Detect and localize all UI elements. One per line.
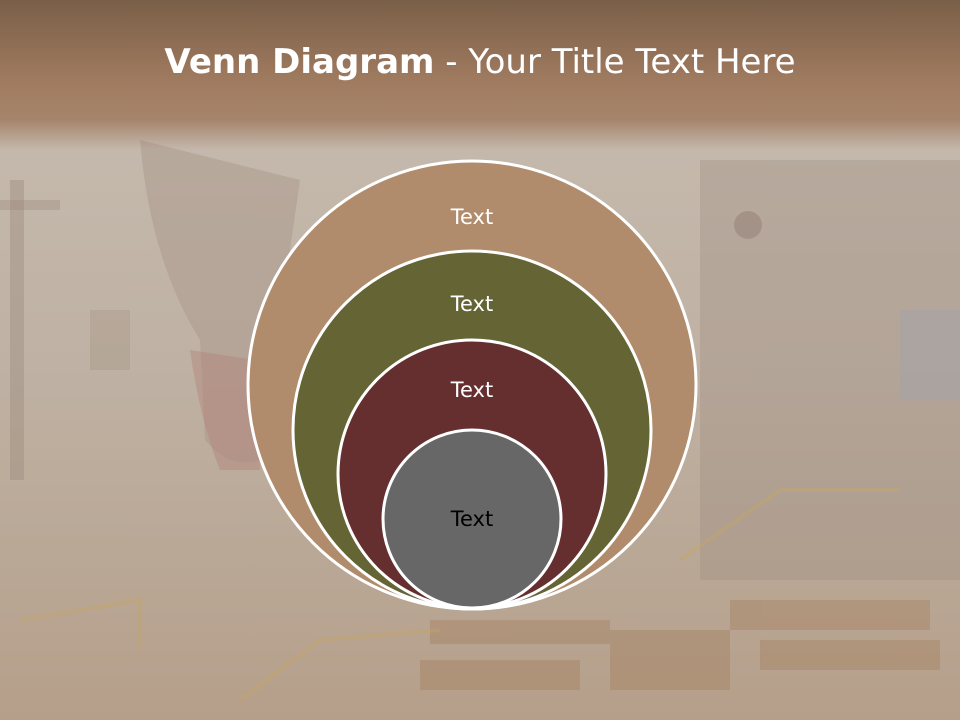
slide-title-rest: - Your Title Text Here	[434, 42, 796, 82]
title-band	[0, 0, 960, 150]
venn-inner-circle-label: Text	[450, 507, 493, 531]
venn-inner-circle	[381, 428, 563, 610]
venn-third-circle-label: Text	[450, 378, 493, 402]
slide-title-bold: Venn Diagram	[164, 42, 435, 82]
venn-outer-circle-label: Text	[450, 205, 493, 229]
slide-title: Venn Diagram - Your Title Text Here	[0, 40, 960, 84]
venn-second-circle-label: Text	[450, 292, 493, 316]
